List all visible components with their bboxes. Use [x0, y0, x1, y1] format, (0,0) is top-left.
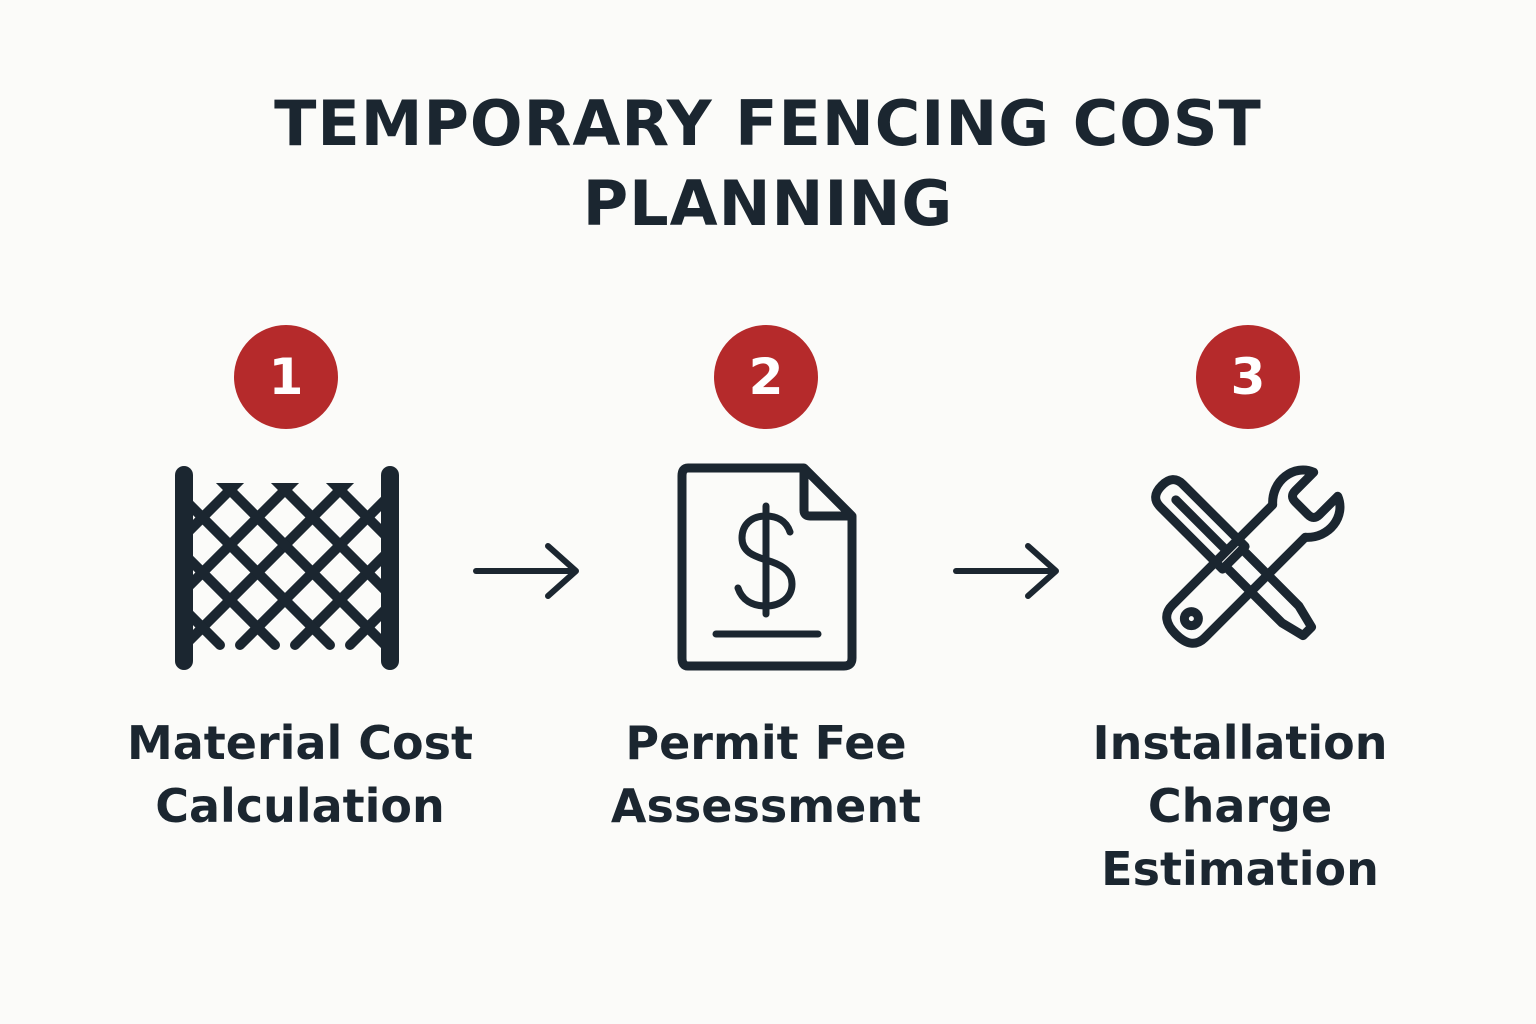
step-1-label: Material Cost Calculation: [126, 716, 473, 833]
title-line-2: PLANNING: [582, 167, 954, 240]
dollar-document-icon: [677, 463, 857, 671]
fence-mesh-icon: [175, 466, 399, 670]
wrench-screwdriver-icon: [1151, 465, 1345, 648]
step-2-badge: 2: [714, 325, 818, 429]
step-3-label: Installation Charge Estimation: [1092, 716, 1388, 896]
step-3-badge: 3: [1196, 325, 1300, 429]
arrow-right-icon: [953, 543, 1059, 599]
arrow-right-icon: [473, 543, 579, 599]
title-line-1: TEMPORARY FENCING COST: [274, 87, 1262, 160]
page-title: TEMPORARY FENCING COST PLANNING: [0, 84, 1536, 244]
step-1-badge: 1: [234, 325, 338, 429]
step-2-label: Permit Fee Assessment: [610, 716, 922, 833]
